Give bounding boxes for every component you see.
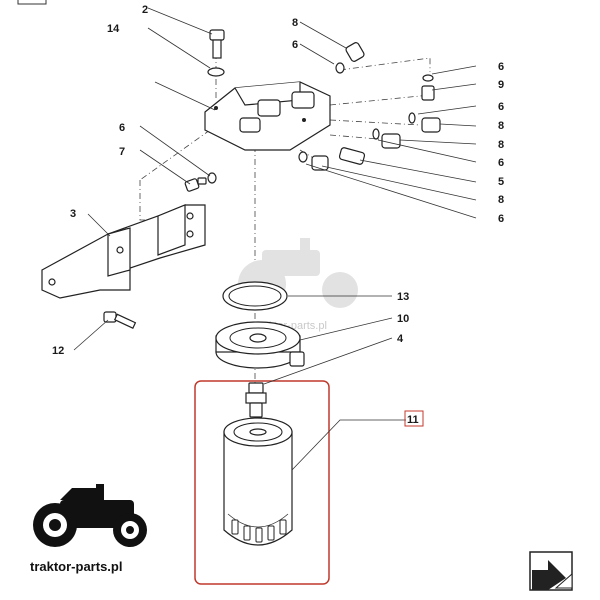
callout-4: 4	[397, 333, 404, 345]
plug-8-right-b	[381, 133, 401, 149]
plug-8-right-a	[421, 117, 441, 133]
o-ring-6-right-a	[422, 74, 434, 82]
callout-6-left: 6	[119, 122, 125, 134]
callout-5: 5	[498, 176, 504, 188]
callout-6-top: 6	[292, 39, 298, 51]
bolt-7	[184, 177, 207, 192]
callout-3: 3	[70, 208, 76, 220]
nipple-4	[245, 382, 267, 418]
adapter-10	[215, 321, 305, 369]
callout-14: 14	[107, 23, 120, 35]
callout-8-right-c: 8	[498, 194, 504, 206]
sensor-5	[338, 147, 366, 165]
callout-7: 7	[119, 146, 125, 158]
tractor-logo-icon	[33, 484, 147, 547]
bolt-12	[103, 311, 137, 329]
plug-8-top	[345, 42, 365, 62]
o-ring-6-bottom	[298, 151, 308, 163]
oil-filter-11	[223, 417, 293, 546]
callout-6-right-c: 6	[498, 157, 504, 169]
callout-11: 11	[407, 414, 419, 426]
o-ring-6-right-c	[372, 128, 380, 140]
callout-6-right-b: 6	[498, 101, 504, 113]
callout-10: 10	[397, 313, 409, 325]
washer-14	[207, 67, 225, 77]
brand-text: traktor-parts.pl	[30, 559, 122, 574]
leader-lines	[73, 7, 477, 471]
corner-frame	[17, 0, 47, 5]
callout-2: 2	[142, 4, 148, 16]
callout-6-right-a: 6	[498, 61, 504, 73]
fitting-9	[421, 85, 435, 101]
callout-9: 9	[498, 79, 504, 91]
o-ring-6-top	[335, 62, 345, 74]
filter-head	[204, 81, 331, 151]
callout-11-box	[404, 410, 424, 427]
callout-13: 13	[397, 291, 409, 303]
gasket-13-inner	[228, 285, 282, 307]
callout-8-right-b: 8	[498, 139, 504, 151]
o-ring-6-right-b	[408, 112, 416, 124]
bolt-2	[209, 29, 225, 59]
callout-labels: 2 14 8 6 6 9 6 8 8 6 5 8 6 6 7 3 12 13 1…	[52, 4, 504, 427]
highlight-box	[194, 380, 330, 585]
callout-12: 12	[52, 345, 64, 357]
callout-6-right-d: 6	[498, 213, 504, 225]
o-ring-6-left	[207, 172, 217, 184]
callout-8-right-a: 8	[498, 120, 504, 132]
page-turn-arrow-icon[interactable]	[529, 551, 573, 591]
bracket-3	[41, 204, 206, 299]
gasket-13	[222, 281, 288, 311]
plug-8-bottom	[311, 155, 329, 171]
callout-8-top: 8	[292, 17, 298, 29]
